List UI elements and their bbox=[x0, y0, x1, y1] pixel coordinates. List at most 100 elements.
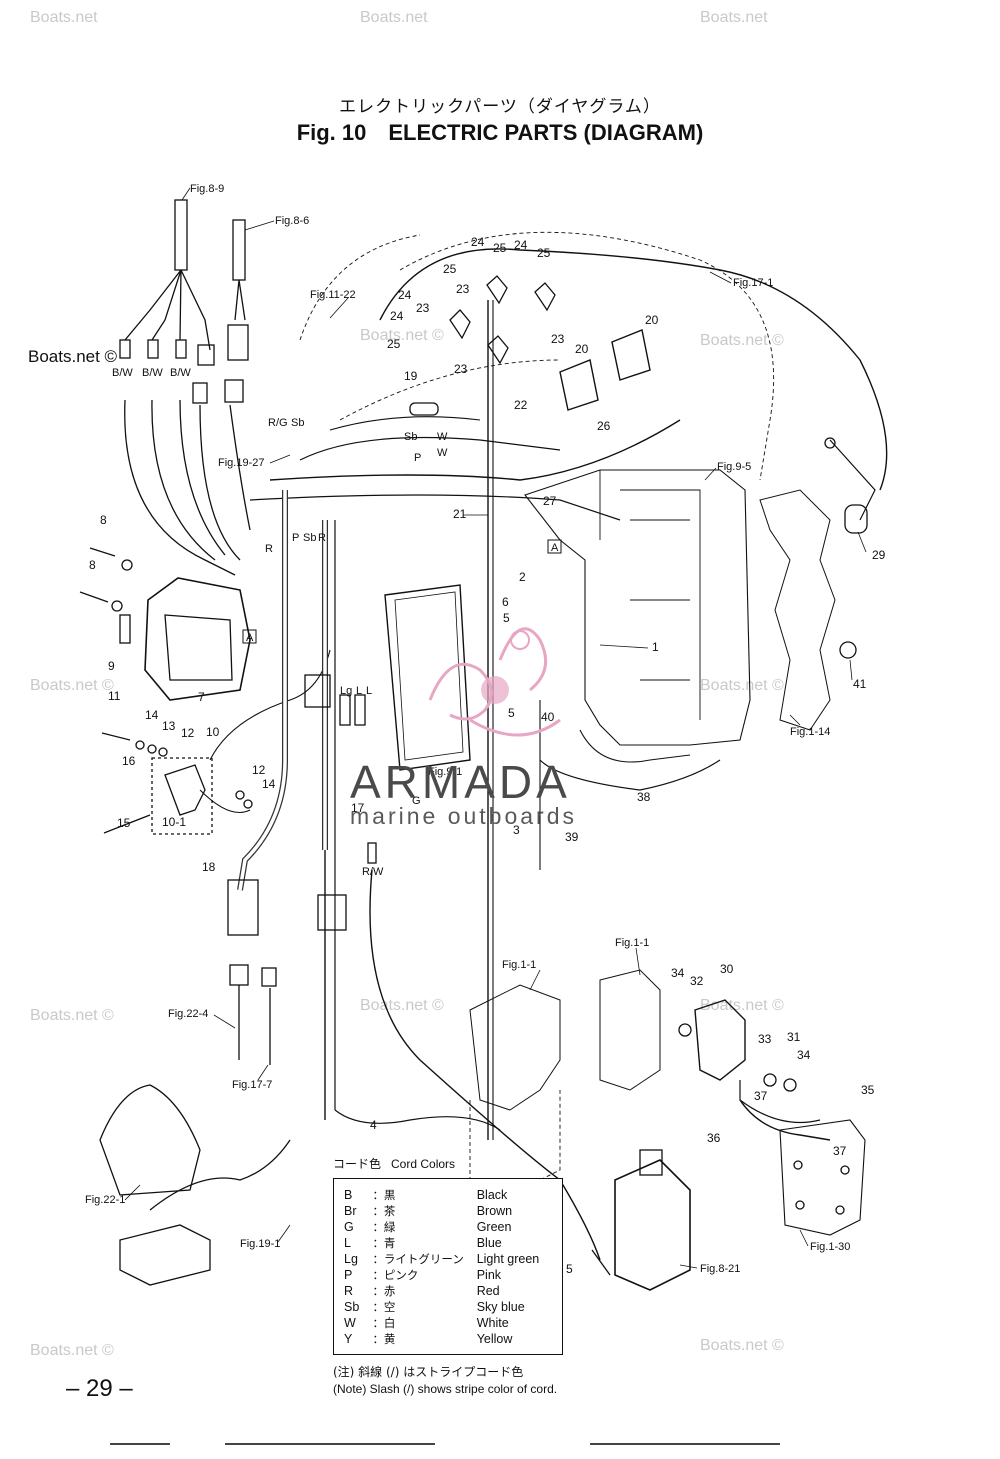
part-numbers: 1 2 3 4 5 5 5 6 7 8 8 9 10 10-1 11 12 12… bbox=[89, 235, 886, 1276]
watermark-text: Boats.net © bbox=[28, 347, 118, 366]
part-number: 15 bbox=[117, 816, 131, 830]
part-number: 3 bbox=[513, 823, 520, 837]
ref-label: Fig.1-14 bbox=[790, 726, 830, 738]
part-number: 19 bbox=[404, 369, 418, 383]
part-number: 25 bbox=[493, 241, 507, 255]
ref-label: Fig.19-1 bbox=[240, 1238, 280, 1250]
watermark-text: Boats.net bbox=[700, 9, 768, 26]
part-number: 39 bbox=[565, 830, 579, 844]
part-number: 5 bbox=[566, 1262, 573, 1276]
brand-subtitle: marine outboards bbox=[350, 803, 577, 829]
part-number: 14 bbox=[145, 708, 159, 722]
legend-jp: ：黄 bbox=[372, 1332, 396, 1346]
part-number: 11 bbox=[108, 689, 121, 703]
legend-code: P bbox=[344, 1268, 353, 1282]
part-number: 36 bbox=[707, 1131, 721, 1145]
legend-code: Sb bbox=[344, 1300, 360, 1314]
part-number: 34 bbox=[671, 966, 685, 980]
legend-jp: ：空 bbox=[372, 1300, 396, 1314]
leader-lines bbox=[124, 187, 867, 1269]
legend-en: Yellow bbox=[476, 1332, 513, 1346]
wire-label: R/W bbox=[362, 866, 384, 878]
part-number: 4 bbox=[370, 1118, 377, 1132]
part-number: 21 bbox=[453, 507, 467, 521]
wire-label: Sb bbox=[303, 532, 316, 544]
legend-en: Light green bbox=[476, 1252, 540, 1266]
legend-en: Red bbox=[476, 1284, 500, 1298]
part-number: 1 bbox=[652, 640, 659, 654]
part-number: 25 bbox=[537, 246, 551, 260]
watermark-text: Boats.net bbox=[360, 9, 428, 26]
part-number: 30 bbox=[720, 962, 734, 976]
watermark-text: Boats.net © bbox=[700, 332, 784, 349]
brand-watermark: ARMADA marine outboards bbox=[350, 755, 650, 830]
legend-jp: ：ピンク bbox=[372, 1268, 419, 1282]
part-number: 25 bbox=[443, 262, 457, 276]
part-number: 24 bbox=[514, 238, 528, 252]
wire-label: P bbox=[292, 532, 299, 544]
wire-label: Sb bbox=[291, 417, 304, 429]
part-number: 12 bbox=[252, 763, 266, 777]
watermark-text: Boats.net © bbox=[360, 327, 444, 344]
legend-row: Y ：黄 Yellow bbox=[334, 1331, 562, 1347]
legend-jp: ：白 bbox=[372, 1316, 396, 1330]
legend-en: Blue bbox=[476, 1236, 502, 1250]
legend-code: G bbox=[344, 1220, 354, 1234]
brand-logo-mark bbox=[428, 627, 561, 737]
wire-label: R bbox=[318, 532, 326, 544]
part-number: 17 bbox=[351, 801, 365, 815]
wire-label: L bbox=[366, 685, 372, 697]
ref-label: Fig.8-21 bbox=[700, 1263, 740, 1275]
ref-label: Fig.11-22 bbox=[310, 289, 356, 301]
wire-label: L bbox=[356, 685, 362, 697]
footer-rule bbox=[110, 1443, 170, 1445]
part-number: 41 bbox=[853, 677, 867, 691]
legend-jp: ：青 bbox=[372, 1236, 396, 1250]
stripe-note: (注) 斜線 (/) はストライプコード色 (Note) Slash (/) s… bbox=[333, 1364, 557, 1398]
callout-a: A bbox=[551, 542, 559, 554]
ref-label: Fig.1-30 bbox=[810, 1241, 850, 1253]
wire-label: Sb bbox=[404, 431, 417, 443]
part-number: 2 bbox=[519, 570, 526, 584]
part-number: 37 bbox=[754, 1089, 768, 1103]
ref-label: Fig.1-1 bbox=[615, 937, 649, 949]
cord-colors-heading-jp: コード色 bbox=[333, 1157, 382, 1171]
ref-label: Fig.8-6 bbox=[275, 215, 309, 227]
cord-colors-heading-en: Cord Colors bbox=[391, 1157, 456, 1171]
ref-label: Fig.22-4 bbox=[168, 1008, 208, 1020]
part-number: 23 bbox=[454, 362, 468, 376]
legend-en: Green bbox=[476, 1220, 512, 1234]
part-number: 37 bbox=[833, 1144, 847, 1158]
part-number: 32 bbox=[690, 974, 704, 988]
legend-code: B bbox=[344, 1188, 353, 1202]
part-number: 31 bbox=[787, 1030, 801, 1044]
part-number: 18 bbox=[202, 860, 216, 874]
part-number: 7 bbox=[198, 690, 205, 704]
legend-code: Y bbox=[344, 1332, 353, 1346]
part-number: 23 bbox=[551, 332, 565, 346]
part-number: 35 bbox=[861, 1083, 875, 1097]
part-number: 12 bbox=[181, 726, 195, 740]
watermark-text: Boats.net © bbox=[30, 677, 114, 694]
wire-labels: B/W B/W B/W R/G Sb Sb P W W R P Sb R Lg … bbox=[112, 367, 562, 878]
legend-jp: ：ライトグリーン bbox=[372, 1252, 464, 1266]
line-art bbox=[79, 199, 888, 1291]
ref-label: Fig.8-9 bbox=[190, 183, 224, 195]
watermark-text: Boats.net © bbox=[30, 1007, 114, 1024]
legend-jp: ：赤 bbox=[372, 1284, 396, 1298]
wire-label: W bbox=[437, 431, 448, 443]
ref-label: Fig.22-1 bbox=[85, 1194, 125, 1206]
part-number: 40 bbox=[541, 710, 555, 724]
legend-row: W ：白 White bbox=[334, 1315, 562, 1331]
part-number: 22 bbox=[514, 398, 528, 412]
legend-en: White bbox=[476, 1316, 509, 1330]
legend-code: W bbox=[344, 1316, 356, 1330]
legend-code: Lg bbox=[344, 1252, 358, 1266]
wire-label: P bbox=[414, 452, 421, 464]
part-number: 25 bbox=[387, 337, 401, 351]
